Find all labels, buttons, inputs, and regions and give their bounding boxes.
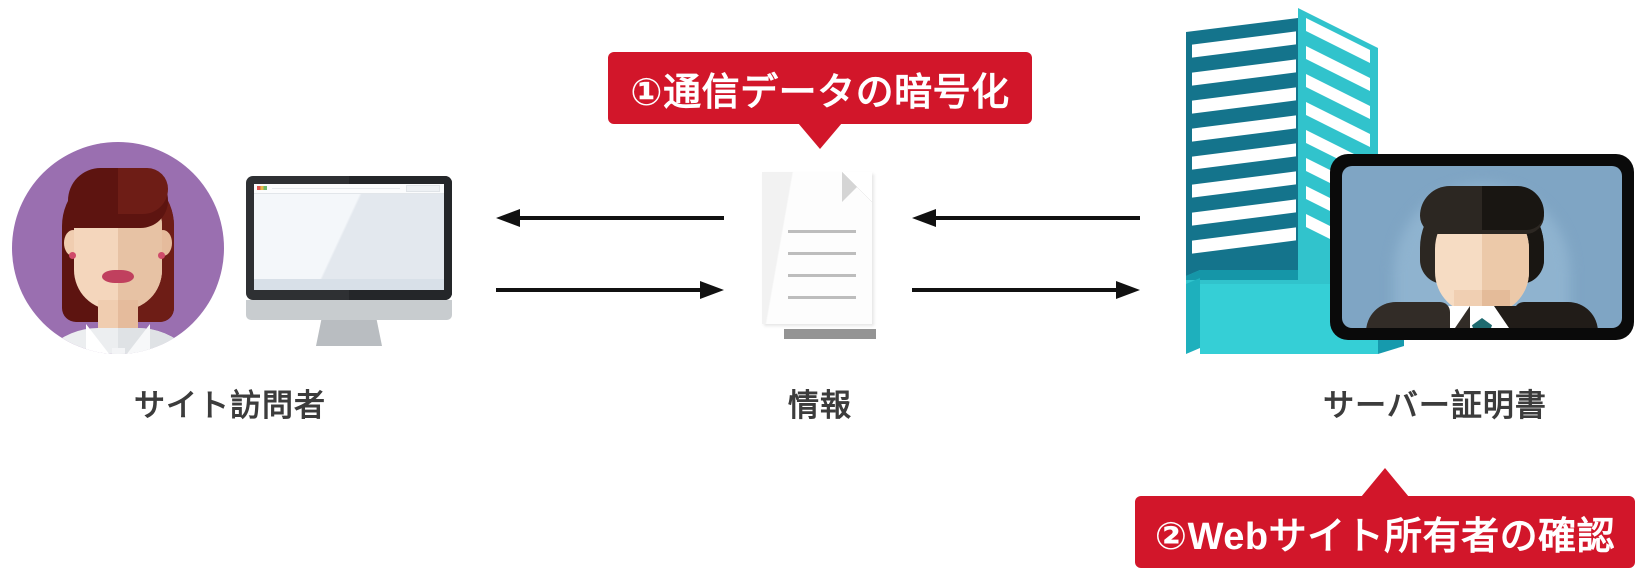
callout-encryption: ①通信データの暗号化 — [608, 52, 1032, 149]
caption-information: 情報 — [788, 388, 852, 423]
document-corner-cut — [842, 172, 872, 202]
building-podium-side-left — [1186, 278, 1200, 354]
woman-avatar-icon — [12, 142, 224, 354]
browser-window-dots-icon — [257, 186, 267, 190]
caption-site-visitor: サイト訪問者 — [134, 388, 326, 423]
portrait-photo — [1342, 166, 1622, 328]
arrow-head-left-icon — [496, 209, 520, 227]
arrow-server-outbound — [912, 209, 1140, 227]
avatar-earring-left — [69, 252, 76, 259]
arrow-shaft — [518, 216, 724, 220]
callout-encryption-pointer-down-icon — [798, 123, 842, 149]
browser-toolbar — [254, 184, 444, 194]
browser-address-bar — [272, 188, 400, 189]
portrait-necktie — [1472, 318, 1492, 328]
monitor-stand — [316, 320, 382, 346]
document-text-line — [788, 274, 856, 277]
arrow-shaft — [934, 216, 1140, 220]
monitor-screen-gloss — [254, 184, 444, 290]
monitor-screen — [254, 184, 444, 290]
monitor-taskbar — [254, 279, 444, 290]
arrow-head-right-icon — [700, 281, 724, 299]
avatar-shirt-placket — [112, 348, 125, 354]
arrow-shaft — [496, 288, 702, 292]
document-text-line — [788, 230, 856, 233]
arrow-head-right-icon — [1116, 281, 1140, 299]
avatar-lips — [102, 270, 134, 283]
callout-encryption-label: ①通信データの暗号化 — [630, 71, 1010, 114]
portrait-suit-left — [1366, 302, 1450, 328]
browser-tab — [406, 185, 440, 192]
callout-owner-verification: ②Webサイト所有者の確認 — [1135, 468, 1635, 568]
arrow-server-inbound — [912, 281, 1140, 299]
callout-owner-verification-label: ②Webサイト所有者の確認 — [1154, 515, 1616, 558]
portrait-lapel-right — [1494, 306, 1524, 328]
portrait-lapel-left — [1440, 306, 1470, 328]
id-photo-portrait-icon — [1330, 154, 1634, 340]
avatar-earring-right — [158, 252, 165, 259]
caption-server-certificate: サーバー証明書 — [1323, 388, 1547, 423]
document-shadow-bar — [784, 329, 876, 339]
callout-owner-verification-pointer-up-icon — [1361, 468, 1409, 497]
document-icon — [762, 172, 882, 340]
portrait-suit-right — [1514, 302, 1598, 328]
arrow-shaft — [912, 288, 1118, 292]
desktop-monitor-icon — [246, 176, 452, 346]
arrow-head-left-icon — [912, 209, 936, 227]
arrow-visitor-inbound — [496, 209, 724, 227]
building-podium-roof-shade — [1186, 270, 1298, 280]
document-text-line — [788, 252, 856, 255]
portrait-fringe-shade — [1482, 186, 1544, 230]
office-building-icon — [1186, 8, 1418, 356]
document-text-line — [788, 296, 856, 299]
avatar-fringe-shade — [118, 168, 168, 214]
monitor-base-neck — [246, 300, 452, 320]
arrow-visitor-outbound — [496, 281, 724, 299]
document-sheet — [762, 172, 872, 324]
